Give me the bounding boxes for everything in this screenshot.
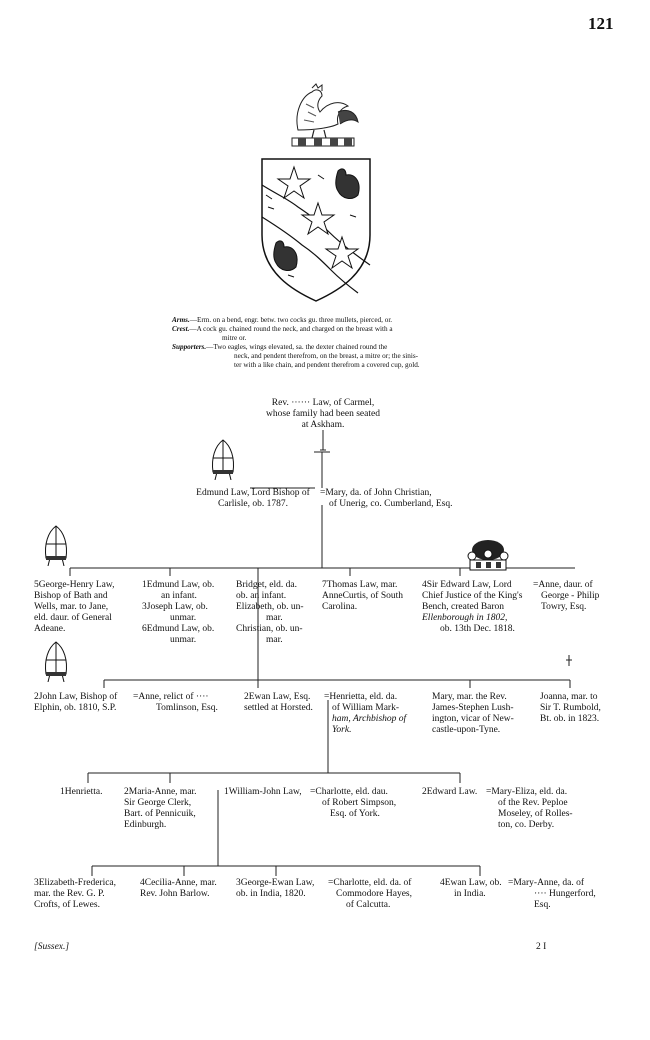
edmund-law-bishop-2: Carlisle, ob. 1787. bbox=[218, 499, 288, 509]
ewan-law-4-2: in India. bbox=[454, 889, 486, 899]
thomas-law-1: 7Thomas Law, mar. bbox=[322, 580, 398, 590]
sir-edward-law-2: Chief Justice of the King's bbox=[422, 591, 523, 601]
george-henry-law-3: Wells, mar. to Jane, bbox=[34, 602, 109, 612]
joanna-rumbold-2: Sir T. Rumbold, bbox=[540, 703, 601, 713]
anne-tomlinson-2: Tomlinson, Esq. bbox=[156, 703, 218, 713]
mary-eliza-1: =Mary-Eliza, eld. da. bbox=[486, 787, 568, 797]
ewan-law-1: 2Ewan Law, Esq. bbox=[244, 692, 311, 702]
edmund-law-6-2: unmar. bbox=[170, 635, 197, 645]
mary-anne-hungerford-3: Esq. bbox=[534, 900, 551, 910]
mitre-icon bbox=[45, 641, 67, 682]
footer-county: [Sussex.] bbox=[34, 942, 70, 952]
charlotte-simpson-1: =Charlotte, eld. dau. bbox=[310, 787, 388, 797]
john-law-bishop-2: Elphin, ob. 1810, S.P. bbox=[34, 703, 117, 713]
thomas-law-3: Carolina. bbox=[322, 602, 358, 612]
christian-1: Christian, ob. un- bbox=[236, 624, 303, 634]
coat-of-arms-shield-icon bbox=[261, 158, 371, 302]
maria-anne-1: 2Maria-Anne, mar. bbox=[124, 787, 197, 797]
charlotte-hayes-3: of Calcutta. bbox=[346, 900, 391, 910]
sir-edward-law-4: Ellenborough in 1802, bbox=[422, 613, 508, 623]
maria-anne-3: Bart. of Pennicuik, bbox=[124, 809, 196, 819]
edmund-law-6-1: 6Edmund Law, ob. bbox=[142, 624, 215, 634]
george-henry-law-2: Bishop of Bath and bbox=[34, 591, 108, 601]
ewan-law-2: settled at Horsted. bbox=[244, 703, 313, 713]
henrietta-markham-4: York. bbox=[332, 725, 352, 735]
henrietta-law: 1Henrietta. bbox=[60, 787, 103, 797]
sir-edward-law-5: ob. 13th Dec. 1818. bbox=[440, 624, 515, 634]
george-ewan-law-1: 3George-Ewan Law, bbox=[236, 878, 315, 888]
rev-law-line-3: at Askham. bbox=[301, 420, 345, 430]
maria-anne-2: Sir George Clerk, bbox=[124, 798, 192, 808]
maria-anne-4: Edinburgh. bbox=[124, 820, 167, 830]
edmund-law-jr-1: 1Edmund Law, ob. bbox=[142, 580, 215, 590]
anne-tomlinson-1: =Anne, relict of ···· bbox=[133, 692, 209, 702]
heraldry-arms-line: Arms.—Erm. on a bend, engr. betw. two co… bbox=[172, 316, 393, 324]
sir-edward-law-3: Bench, created Baron bbox=[422, 602, 505, 612]
elizabeth-frederica-3: Crofts, of Lewes. bbox=[34, 900, 100, 910]
anne-towry-3: Towry, Esq. bbox=[541, 602, 587, 612]
joanna-rumbold-1: Joanna, mar. to bbox=[540, 692, 598, 702]
mary-christian-2: of Unerig, co. Cumberland, Esq. bbox=[329, 499, 453, 509]
rev-law-line-2: whose family had been seated bbox=[266, 409, 380, 419]
mary-lushington-2: James-Stephen Lush- bbox=[432, 703, 514, 713]
cecilia-anne-2: Rev. John Barlow. bbox=[140, 889, 210, 899]
john-law-bishop-1: 2John Law, Bishop of bbox=[34, 692, 118, 702]
joseph-law-2: unmar. bbox=[170, 613, 197, 623]
edmund-law-jr-2: an infant. bbox=[161, 591, 197, 601]
cecilia-anne-1: 4Cecilia-Anne, mar. bbox=[140, 878, 217, 888]
edward-law: 2Edward Law. bbox=[422, 787, 478, 797]
mary-anne-hungerford-2: ···· Hungerford, bbox=[534, 889, 596, 899]
joseph-law-1: 3Joseph Law, ob. bbox=[142, 602, 208, 612]
footer-signature-mark: 2 I bbox=[536, 942, 547, 952]
mary-lushington-3: ington, vicar of New- bbox=[432, 714, 514, 724]
rev-law-line-1: Rev. ······ Law, of Carmel, bbox=[271, 398, 375, 408]
mitre-icon bbox=[45, 525, 67, 566]
charlotte-hayes-1: =Charlotte, eld. da. of bbox=[328, 878, 412, 888]
elizabeth-frederica-1: 3Elizabeth-Frederica, bbox=[34, 878, 117, 888]
henrietta-markham-2: of William Mark- bbox=[332, 703, 399, 713]
edmund-law-bishop-1: Edmund Law, Lord Bishop of bbox=[196, 488, 310, 498]
christian-2: mar. bbox=[266, 635, 283, 645]
thomas-law-2: AnneCurtis, of South bbox=[322, 591, 404, 601]
heraldry-crest-line-2: mitre or. bbox=[222, 334, 247, 342]
heraldry-supporters-line-2: neck, and pendent therefrom, on the brea… bbox=[234, 352, 419, 360]
george-henry-law-5: Adeane. bbox=[34, 624, 66, 634]
mitre-icon bbox=[212, 439, 234, 480]
mary-lushington-1: Mary, mar. the Rev. bbox=[432, 692, 507, 702]
baron-coronet-icon bbox=[467, 540, 509, 571]
mary-christian-1: =Mary, da. of John Christian, bbox=[320, 488, 432, 498]
mary-eliza-2: of the Rev. Peploe bbox=[498, 798, 568, 808]
elizabeth-frederica-2: mar. the Rev. G. P. bbox=[34, 889, 105, 899]
charlotte-simpson-3: Esq. of York. bbox=[330, 809, 380, 819]
mary-lushington-4: castle-upon-Tyne. bbox=[432, 725, 501, 735]
heraldry-supporters-line-3: ter with a like chain, and pendent there… bbox=[234, 361, 420, 369]
elizabeth-2: mar. bbox=[266, 613, 283, 623]
mary-eliza-4: ton, co. Derby. bbox=[498, 820, 555, 830]
george-henry-law-4: eld. daur. of General bbox=[34, 613, 112, 623]
charlotte-simpson-2: of Robert Simpson, bbox=[322, 798, 397, 808]
sir-edward-law-1: 4Sir Edward Law, Lord bbox=[422, 580, 512, 590]
anne-towry-1: =Anne, daur. of bbox=[533, 580, 593, 590]
heraldry-crest-line: Crest.—A cock gu. chained round the neck… bbox=[172, 325, 393, 333]
henrietta-markham-3: ham, Archbishop of bbox=[332, 714, 407, 724]
bridget-1: Bridget, eld. da. bbox=[236, 580, 297, 590]
william-john-law: 1William-John Law, bbox=[224, 787, 302, 797]
george-henry-law-1: 5George-Henry Law, bbox=[34, 580, 115, 590]
george-ewan-law-2: ob. in India, 1820. bbox=[236, 889, 306, 899]
elizabeth-1: Elizabeth, ob. un- bbox=[236, 602, 304, 612]
page-number: 121 bbox=[588, 14, 614, 33]
charlotte-hayes-2: Commodore Hayes, bbox=[336, 889, 412, 899]
crest-cock-icon bbox=[291, 83, 359, 147]
joanna-rumbold-3: Bt. ob. in 1823. bbox=[540, 714, 600, 724]
mary-anne-hungerford-1: =Mary-Anne, da. of bbox=[508, 878, 585, 888]
anne-towry-2: George - Philip bbox=[541, 591, 600, 601]
henrietta-markham-1: =Henrietta, eld. da. bbox=[324, 692, 398, 702]
bridget-2: ob. an infant. bbox=[236, 591, 287, 601]
ewan-law-4-1: 4Ewan Law, ob. bbox=[440, 878, 502, 888]
mary-eliza-3: Moseley, of Rolles- bbox=[498, 809, 573, 819]
heraldry-supporters-line: Supporters.—Two eagles, wings elevated, … bbox=[172, 343, 388, 351]
